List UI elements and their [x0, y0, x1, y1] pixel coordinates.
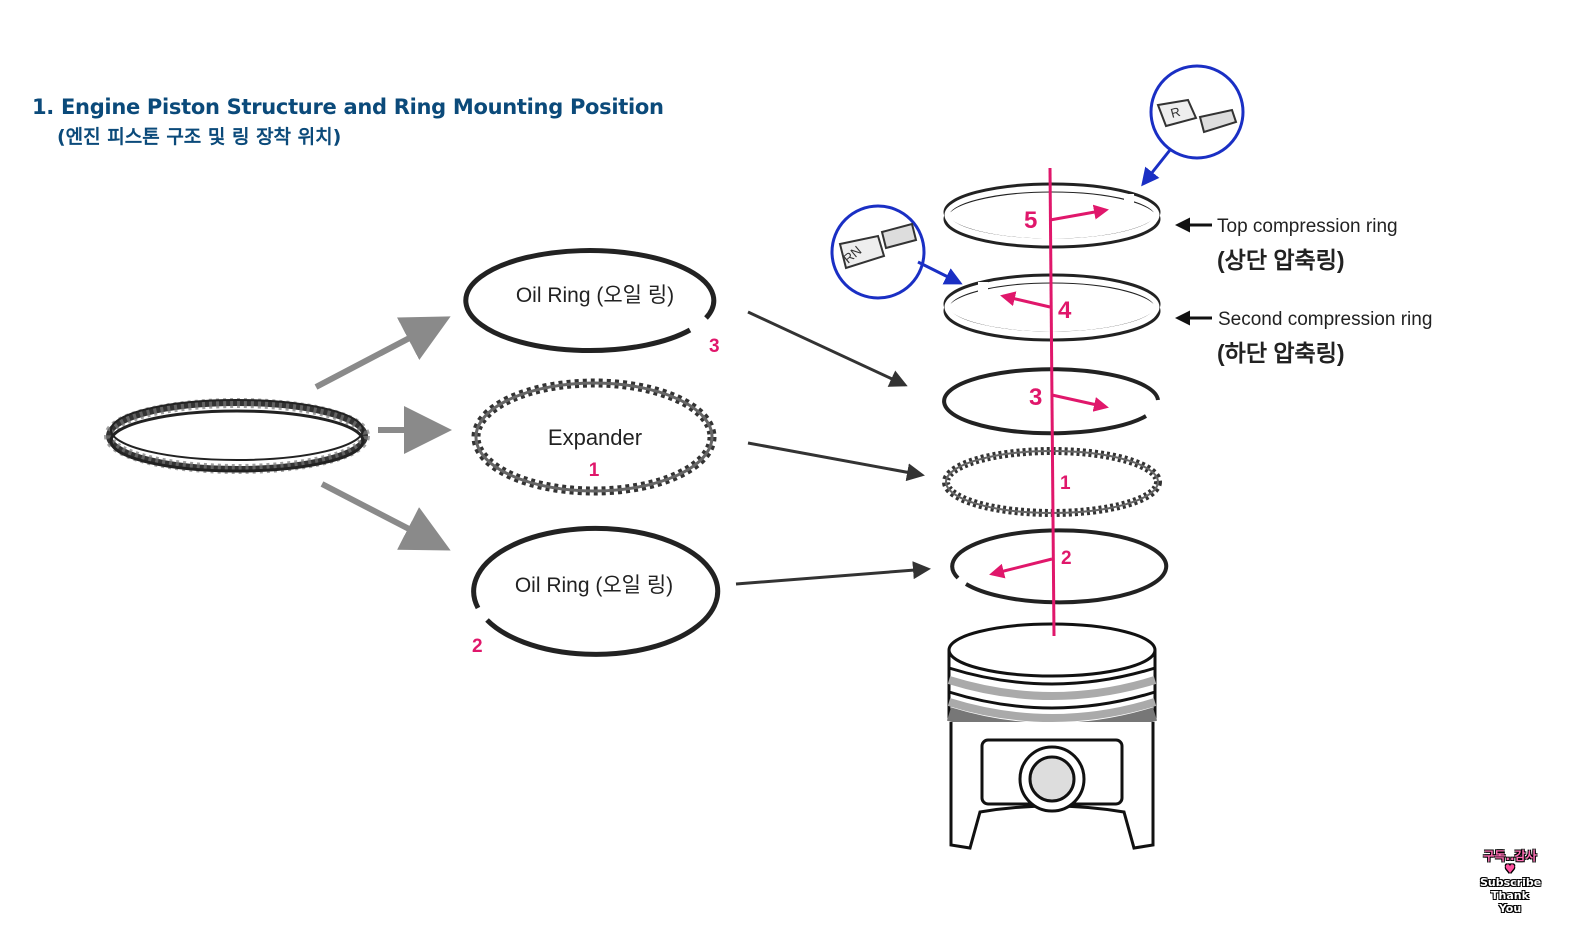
second-ring-label-en: Second compression ring: [1218, 309, 1432, 330]
stack-oil-ring-lower: [950, 528, 1169, 605]
top-ring-label-en: Top compression ring: [1217, 216, 1398, 237]
stack-number-4: 4: [1058, 297, 1072, 324]
ring-mark-callout-top: R: [1149, 64, 1245, 160]
gap-arrow-5: [1049, 204, 1109, 222]
expander-number: 1: [589, 460, 600, 481]
title-line-korean: (엔진 피스톤 구조 및 링 장착 위치): [57, 126, 342, 148]
second-ring-label-kr: (하단 압축링): [1217, 340, 1345, 366]
oil-ring-bottom-label: Oil Ring (오일 링): [515, 574, 673, 597]
arrow-oil-top-to-stack: [747, 310, 908, 387]
arrow-to-oil-ring-top: [314, 316, 451, 390]
stack-number-5: 5: [1024, 207, 1037, 234]
callout-arrow-top: [1141, 149, 1172, 187]
ring-mark-r: R: [1169, 104, 1182, 121]
arrow-oil-bottom-to-stack: [735, 561, 931, 586]
stack-number-1: 1: [1060, 473, 1071, 494]
ring-mark-callout-second: RN: [830, 204, 926, 300]
oil-ring-top-number: 3: [709, 336, 720, 357]
oil-ring-bottom: [471, 525, 721, 657]
stack-oil-ring-upper: [942, 367, 1160, 436]
gap-arrow-4: [1000, 291, 1051, 309]
gap-arrow-2: [989, 557, 1053, 579]
title-line-english: 1. Engine Piston Structure and Ring Moun…: [32, 95, 664, 119]
alignment-axis: [1048, 167, 1056, 637]
piston: [946, 622, 1158, 850]
oil-ring-bottom-number: 2: [472, 636, 483, 657]
page-title: 1. Engine Piston Structure and Ring Moun…: [32, 92, 664, 152]
oil-ring-top: [463, 248, 717, 354]
oil-ring-top-label: Oil Ring (오일 링): [516, 284, 674, 307]
top-ring-label-kr: (상단 압축링): [1217, 247, 1345, 273]
arrow-to-oil-ring-bottom: [320, 481, 451, 551]
badge-subscribe-text: Subscribe: [1480, 876, 1542, 889]
stack-number-2: 2: [1061, 548, 1072, 569]
heart-icon: ♥: [1504, 862, 1516, 876]
subscribe-badge[interactable]: 구독..감사♥ Subscribe Thank You: [1480, 849, 1542, 916]
stack-number-3: 3: [1029, 384, 1042, 411]
arrow-expander-to-stack: [747, 441, 925, 482]
expander: [471, 378, 717, 496]
badge-thankyou-text: Thank You: [1491, 889, 1529, 915]
badge-korean-text: 구독..감사: [1483, 849, 1537, 863]
gap-arrow-3: [1051, 393, 1109, 412]
assembled-oil-ring: [104, 398, 370, 474]
callout-arrow-second: [917, 260, 963, 285]
expander-label: Expander: [548, 425, 642, 450]
